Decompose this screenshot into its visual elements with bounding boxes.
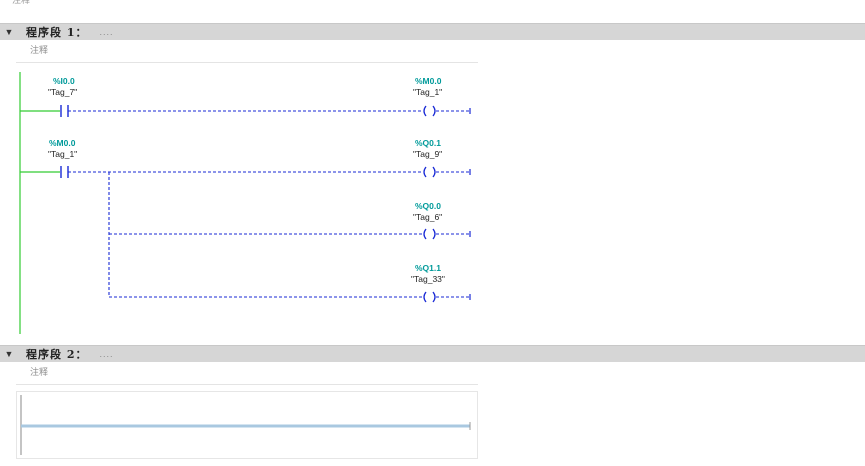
coil-tag[interactable]: "Tag_6": [413, 212, 442, 222]
coil-q1-1[interactable]: [423, 291, 436, 303]
contact-tag[interactable]: "Tag_7": [48, 87, 77, 97]
network-1-ladder: %I0.0 "Tag_7" %M0.0 "Tag_1": [19, 72, 471, 334]
coil-address[interactable]: %M0.0: [415, 76, 442, 86]
contact-address[interactable]: %M0.0: [49, 138, 76, 148]
contact-m0-0[interactable]: [60, 166, 69, 178]
coil-address[interactable]: %Q0.1: [415, 138, 441, 148]
network-2-ladder[interactable]: [16, 391, 478, 459]
triangle-down-icon[interactable]: ▼: [4, 27, 14, 37]
network-2-header[interactable]: ▼ 程序段 2： ....: [0, 345, 865, 362]
triangle-down-icon[interactable]: ▼: [4, 349, 14, 359]
rung-1: %I0.0 "Tag_7" %M0.0 "Tag_1": [20, 76, 471, 117]
network-1-title: 程序段 1：: [26, 26, 88, 39]
coil-m0-0[interactable]: [423, 105, 436, 117]
contact-tag[interactable]: "Tag_1": [48, 149, 77, 159]
network-2-title-placeholder[interactable]: ....: [99, 349, 114, 359]
coil-q0-0[interactable]: [423, 228, 436, 240]
coil-address[interactable]: %Q1.1: [415, 263, 441, 273]
coil-tag[interactable]: "Tag_33": [411, 274, 445, 284]
contact-i0-0[interactable]: [60, 105, 69, 117]
network-1-header[interactable]: ▼ 程序段 1： ....: [0, 23, 865, 40]
network-2-title: 程序段 2：: [26, 348, 88, 361]
coil-tag[interactable]: "Tag_1": [413, 87, 442, 97]
empty-rung: [20, 395, 471, 455]
rung-2: %M0.0 "Tag_1" %Q0.1 "Tag_9" %Q0.0 "Tag_6…: [20, 138, 471, 303]
coil-address[interactable]: %Q0.0: [415, 201, 441, 211]
network-1-title-placeholder[interactable]: ....: [99, 27, 114, 37]
network-2-comment[interactable]: 注释: [16, 365, 478, 385]
network-1-comment[interactable]: 注释: [16, 43, 478, 63]
contact-address[interactable]: %I0.0: [53, 76, 75, 86]
coil-q0-1[interactable]: [423, 166, 436, 178]
previous-comment-label: 注释: [12, 0, 31, 5]
coil-tag[interactable]: "Tag_9": [413, 149, 442, 159]
